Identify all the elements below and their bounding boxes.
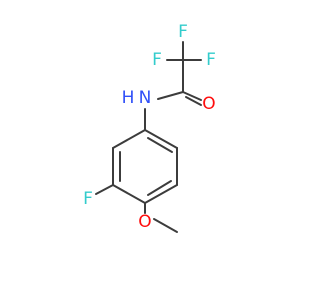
bond-carbonyl-nitrogen — [157, 91, 184, 100]
ring-bond-1 — [144, 129, 178, 149]
ring-inner-bond-2 — [147, 180, 172, 196]
ring-bond-4 — [112, 184, 146, 204]
bond-ring-fluorine — [95, 184, 114, 195]
atom-methoxy-oxygen: O — [138, 212, 151, 232]
ring-bond-3 — [144, 184, 178, 204]
ring-inner-bond-1 — [147, 137, 173, 153]
atom-labels: F F F H N O F O — [83, 22, 216, 232]
bond-methoxy-methyl — [153, 218, 178, 233]
ring-bond-6 — [112, 129, 146, 149]
bond-carbonyl-oxygen-1 — [182, 91, 202, 101]
atom-f-left: F — [152, 50, 162, 70]
bond-carbonyl-oxygen-2 — [185, 96, 202, 106]
atom-f-right: F — [206, 50, 216, 70]
atom-nitrogen: N — [139, 88, 152, 108]
atom-ring-fluorine: F — [83, 189, 93, 209]
structure-diagram: F F F H N O F O — [83, 22, 216, 233]
atom-nh-hydrogen: H — [122, 88, 135, 108]
atom-carbonyl-oxygen: O — [202, 94, 215, 114]
atom-f-top: F — [178, 22, 188, 42]
bonds — [95, 41, 202, 233]
